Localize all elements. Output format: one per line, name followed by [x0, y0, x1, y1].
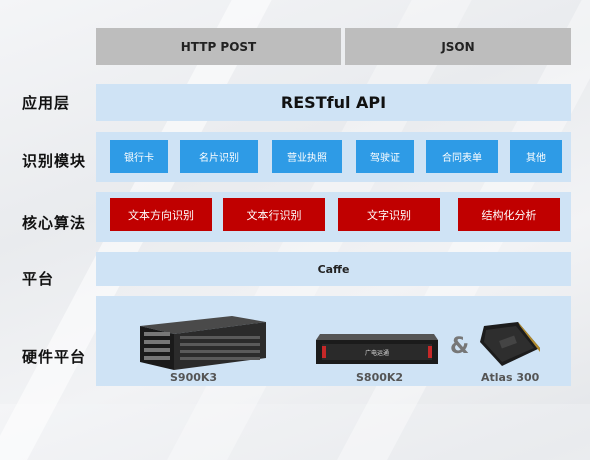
protocol-http-post: HTTP POST — [96, 28, 341, 65]
algorithm-text-direction: 文本方向识别 — [110, 198, 212, 231]
module-other: 其他 — [510, 140, 562, 173]
module-business-license: 营业执照 — [272, 140, 342, 173]
s900k3-server-image — [140, 316, 266, 370]
layer-label-hardware: 硬件平台 — [22, 348, 87, 366]
module-bank-card: 银行卡 — [110, 140, 168, 173]
s800k2-server-image: 广电运通 — [316, 334, 438, 364]
layer-label-platform: 平台 — [22, 270, 55, 288]
module-driving-license: 驾驶证 — [356, 140, 414, 173]
s900k3-caption: S900K3 — [170, 371, 218, 384]
protocol-json: JSON — [345, 28, 571, 65]
layer-label-algorithms: 核心算法 — [22, 214, 87, 232]
algorithm-structure-analysis: 结构化分析 — [458, 198, 560, 231]
module-business-card: 名片识别 — [180, 140, 258, 173]
layer-label-application: 应用层 — [22, 94, 71, 112]
caffe-label: Caffe — [317, 262, 350, 276]
algorithm-character: 文字识别 — [338, 198, 440, 231]
layer-label-recognition: 识别模块 — [22, 152, 87, 170]
ampersand-separator: & — [450, 334, 470, 359]
module-contract-form: 合同表单 — [426, 140, 498, 173]
restful-api-label: RESTful API — [280, 93, 387, 112]
algorithm-text-line: 文本行识别 — [223, 198, 325, 231]
platform-band: Caffe — [96, 252, 571, 286]
application-band: RESTful API — [96, 84, 571, 121]
s800k2-panel-text: 广电运通 — [365, 349, 389, 357]
s800k2-caption: S800K2 — [356, 371, 404, 384]
atlas-300-card-image — [480, 322, 540, 366]
atlas-300-caption: Atlas 300 — [481, 371, 540, 384]
